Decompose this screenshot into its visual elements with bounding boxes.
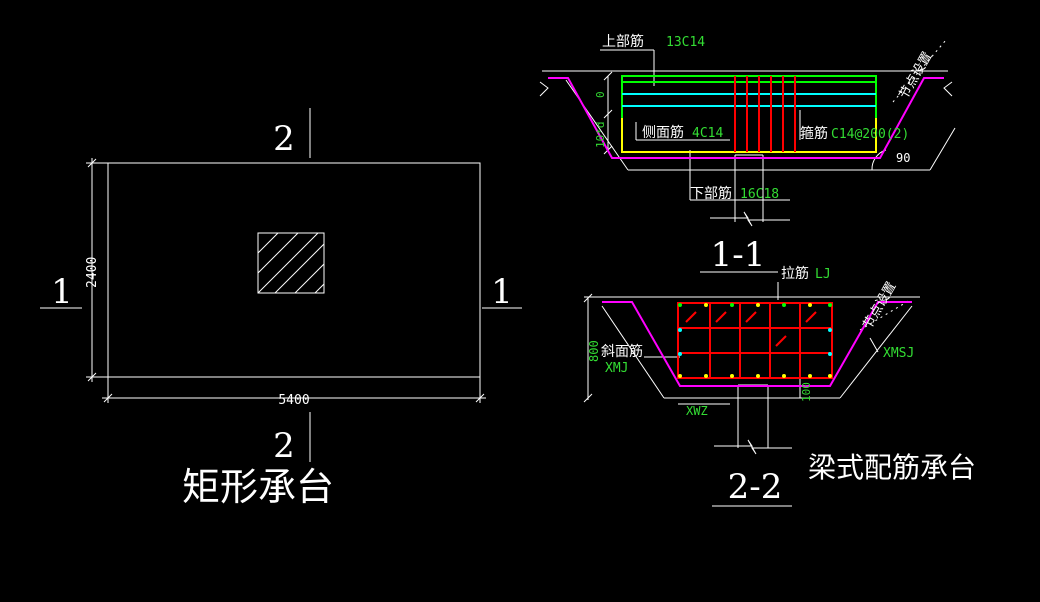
s2-slope-label: 斜面筋 xyxy=(601,343,643,360)
s2-slope-spec: XMJ xyxy=(605,361,628,376)
s1-stirrup-spec: C14@200(2) xyxy=(831,127,909,142)
s1-bottom-bar-spec: 16C18 xyxy=(740,187,779,202)
s2-dim-800: 800 xyxy=(587,340,601,362)
s1-dim-10d: 10*d xyxy=(594,122,607,149)
s2-bar-dots xyxy=(678,303,832,378)
s2-tie-spec: LJ xyxy=(815,267,831,282)
section1-left-label: 1 xyxy=(51,272,73,312)
section1-right-label: 1 xyxy=(491,272,513,312)
dim-length-line xyxy=(102,377,486,403)
dim-width-line xyxy=(86,158,108,382)
caption: 梁式配筋承台 xyxy=(808,451,976,484)
dim-length-text: 5400 xyxy=(278,393,309,408)
s2-xmsj: XMSJ xyxy=(883,346,914,361)
s1-bottom-bar-label: 下部筋 xyxy=(690,185,732,202)
s1-dim-zero: 0 xyxy=(594,91,607,98)
section1-view xyxy=(539,39,956,227)
s1-angle: 90 xyxy=(896,151,910,165)
s1-side-bar-spec: 4C14 xyxy=(692,126,723,141)
dim-width-text: 2400 xyxy=(85,257,100,288)
s1-stirrup-label: 箍筋 xyxy=(800,125,828,142)
plan-view xyxy=(40,108,522,462)
s1-top-bar-spec: 13C14 xyxy=(666,35,705,50)
section2-view xyxy=(583,282,920,455)
column-square xyxy=(257,232,325,294)
column-hatch xyxy=(257,232,325,294)
section2-top-label: 2 xyxy=(273,119,295,159)
s2-tie-label: 拉筋 xyxy=(781,265,809,282)
cap-outline xyxy=(107,162,481,378)
s1-top-bar-label: 上部筋 xyxy=(602,33,644,50)
s1-section-label: 1-1 xyxy=(711,235,766,275)
s2-dim-100: 100 xyxy=(800,382,813,402)
s2-section-label: 2-2 xyxy=(728,467,783,507)
s2-xwz: XWZ xyxy=(686,404,708,418)
section2-bottom-label: 2 xyxy=(273,426,295,466)
s1-side-bar-label: 侧面筋 xyxy=(642,124,684,141)
plan-title: 矩形承台 xyxy=(182,465,334,509)
